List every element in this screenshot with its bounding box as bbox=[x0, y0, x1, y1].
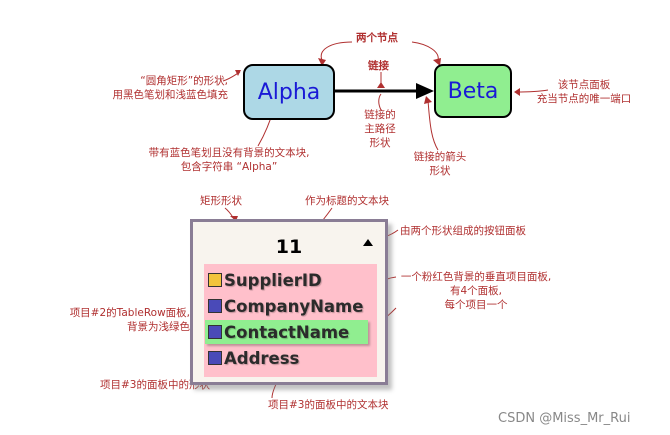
row3-text-annotation: 项目#3的面板中的文本块 bbox=[268, 399, 389, 411]
arrowhead-annotation: 链接的箭头 形状 bbox=[413, 151, 467, 177]
title-annotation: 作为标题的文本块 bbox=[305, 195, 389, 207]
field-square-icon bbox=[208, 325, 222, 339]
vertical-panel-annotation: 一个粉红色背景的垂直项目面板, 有4个面板, 每个项目一个 bbox=[400, 271, 552, 311]
table-row[interactable]: CompanyName bbox=[208, 294, 363, 318]
field-square-icon bbox=[208, 299, 222, 313]
field-name: Address bbox=[224, 348, 300, 368]
two-nodes-label: 两个节点 bbox=[356, 32, 398, 44]
table-title: 11 bbox=[275, 236, 303, 258]
wire-arrowhead bbox=[427, 99, 439, 151]
field-square-icon bbox=[208, 351, 222, 365]
textblock-annotation: 带有蓝色笔划且没有背景的文本块, 包含字符串 “Alpha” bbox=[148, 147, 310, 173]
table-row[interactable]: ContactName bbox=[205, 320, 368, 344]
field-square-icon bbox=[208, 273, 222, 287]
wire-two-nodes-left bbox=[320, 41, 353, 61]
watermark: CSDN @Miss_Mr_Rui bbox=[498, 411, 631, 426]
button-panel-annotation: 由两个形状组成的按钮面板 bbox=[400, 225, 526, 237]
rounded-rect-annotation: “圆角矩形”的形状, 用黑色笔划和浅蓝色填充 bbox=[112, 75, 229, 101]
link-label: 链接 bbox=[368, 60, 389, 72]
wire-arrow-3 bbox=[235, 70, 241, 76]
field-name: CompanyName bbox=[224, 296, 364, 316]
wire-arrow-5 bbox=[377, 82, 385, 88]
table-row[interactable]: Address bbox=[208, 346, 299, 370]
beta-node-label: Beta bbox=[447, 78, 499, 104]
beta-node[interactable]: Beta bbox=[434, 64, 512, 118]
rect-shape-annotation: 矩形形状 bbox=[200, 195, 242, 207]
alpha-node-label: Alpha bbox=[257, 79, 321, 105]
link-path-annotation: 链接的 主路径 形状 bbox=[364, 109, 396, 149]
alpha-node[interactable]: Alpha bbox=[243, 64, 335, 120]
table-row[interactable]: SupplierID bbox=[208, 268, 322, 292]
link-arrowhead bbox=[416, 83, 434, 99]
items-panel: SupplierID CompanyName ContactName Addre… bbox=[204, 264, 377, 377]
field-name: SupplierID bbox=[224, 270, 322, 290]
wire-link-path bbox=[378, 93, 382, 111]
wire-two-nodes-right bbox=[411, 41, 439, 61]
collapse-triangle-icon[interactable] bbox=[363, 239, 373, 246]
wire-arrow-7 bbox=[514, 88, 520, 96]
row2-annotation: 项目#2的TableRow面板, 背景为浅绿色 bbox=[69, 307, 190, 333]
row3-shape-annotation: 项目#3的面板中的形状 bbox=[100, 379, 210, 391]
table-node[interactable]: 11 SupplierID CompanyName ContactName Ad… bbox=[190, 219, 388, 385]
wire-arrow-1 bbox=[318, 58, 326, 66]
wire-arrow-6 bbox=[424, 96, 432, 104]
node-panel-annotation: 该节点面板 充当节点的唯一端口 bbox=[536, 79, 632, 105]
field-name: ContactName bbox=[224, 322, 350, 342]
